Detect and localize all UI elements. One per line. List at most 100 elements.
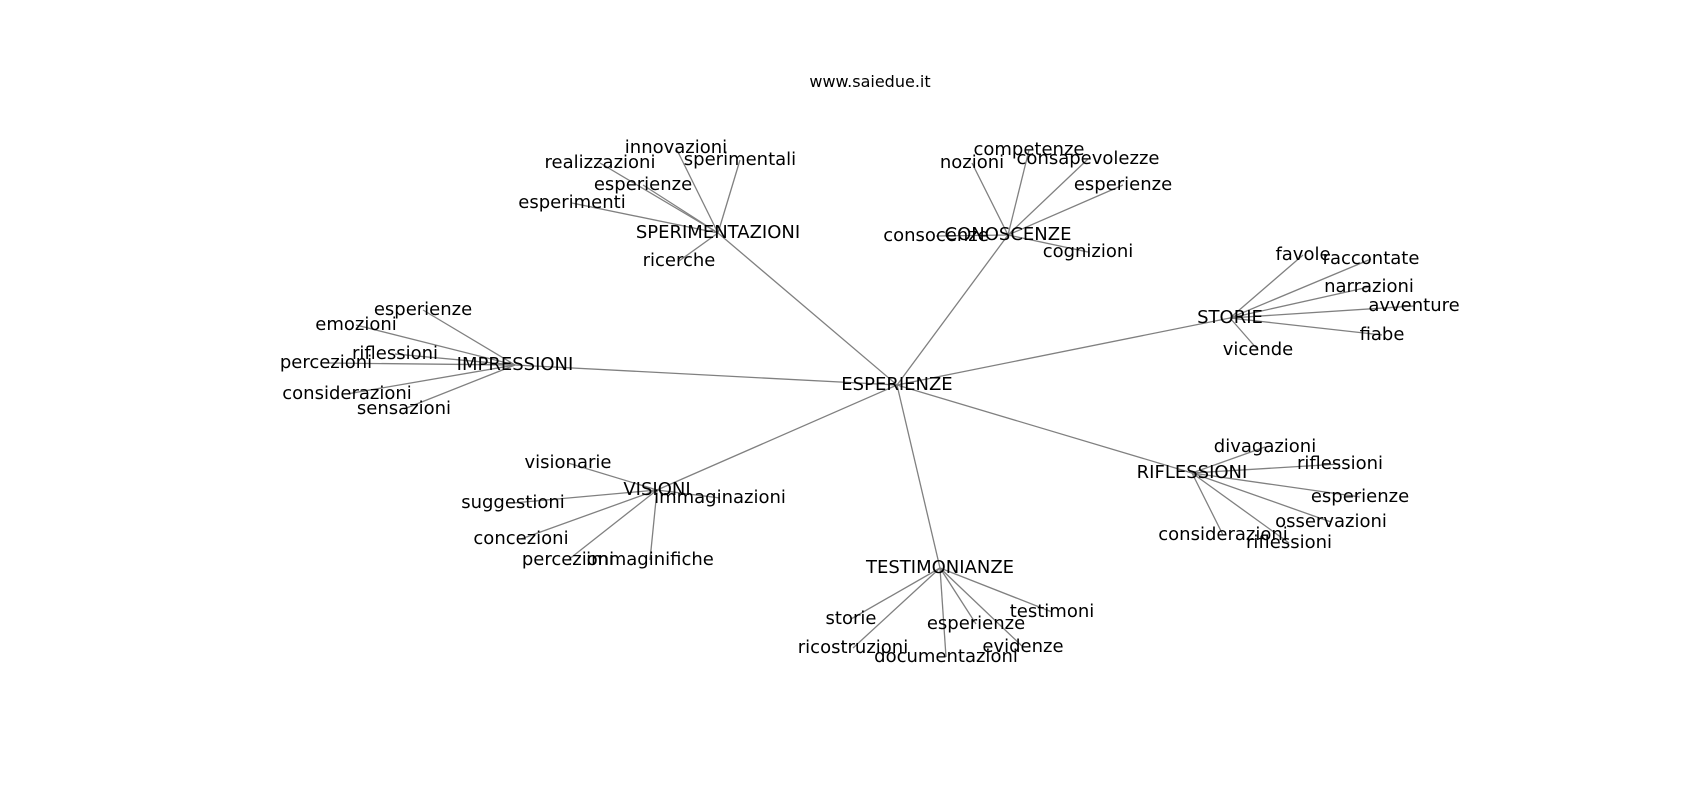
leaf-node-label: innovazioni	[625, 137, 727, 158]
leaf-node-label: narrazioni	[1324, 276, 1414, 297]
leaf-node-label: considerazioni	[282, 383, 412, 404]
hub-node-label: RIFLESSIONI	[1137, 462, 1248, 483]
edge-visioni-to-percezioni	[567, 489, 658, 561]
edge-testimonianze-to-testimoni	[939, 567, 1053, 613]
leaf-node-label: riflessioni	[1246, 532, 1332, 553]
edge-impressioni-to-sensazioni	[403, 364, 516, 410]
leaf-node-label: favole	[1275, 244, 1330, 265]
leaf-node-label: consocenze	[883, 225, 989, 246]
edge-storie-to-narrazioni	[1229, 286, 1370, 319]
edge-testimonianze-to-ricostruzioni	[852, 567, 941, 649]
edge-visioni-to-immaginazioni	[656, 489, 721, 499]
edge-sperimentazioni-to-realizzazioni	[599, 162, 719, 234]
label-layer: ESPERIENZE SPERIMENTAZIONI innovazionisper…	[280, 137, 1460, 667]
edge-visioni-to-concezioni	[520, 489, 658, 540]
edge-layer	[325, 147, 1415, 658]
edge-impressioni-to-considerazioni	[346, 364, 516, 395]
hub-node-label: STORIE	[1197, 307, 1263, 328]
leaf-node-label: osservazioni	[1275, 511, 1387, 532]
leaf-node-label: documentazioni	[874, 646, 1018, 667]
leaf-node-label: sensazioni	[357, 398, 451, 419]
leaf-node-label: raccontate	[1323, 248, 1420, 269]
edge-impressioni-to-riflessioni	[394, 353, 516, 366]
leaf-node-label: riflessioni	[1297, 453, 1383, 474]
edge-testimonianze-to-evidenze	[939, 567, 1024, 648]
edge-storie-to-avventure	[1229, 305, 1415, 319]
edge-testimonianze-to-storie	[850, 567, 941, 620]
root-node-label: ESPERIENZE	[841, 374, 952, 395]
leaf-node-label: vicende	[1223, 339, 1294, 360]
edge-root-to-sperimentazioni	[717, 232, 898, 386]
edge-testimonianze-to-documentazioni	[939, 567, 947, 658]
edge-riflessioni-to-esperienze	[1191, 472, 1361, 498]
edge-root-to-testimonianze	[896, 384, 941, 569]
leaf-node-label: immaginifiche	[586, 549, 714, 570]
hub-node-label: CONOSCENZE	[945, 224, 1072, 245]
leaf-node-label: ricerche	[643, 250, 716, 271]
edge-impressioni-to-esperienze	[422, 309, 516, 366]
leaf-node-label: fiabe	[1360, 324, 1405, 345]
leaf-node-label: considerazioni	[1158, 524, 1288, 545]
edge-root-to-impressioni	[514, 364, 898, 386]
edge-riflessioni-to-divagazioni	[1191, 446, 1266, 474]
leaf-node-label: divagazioni	[1214, 436, 1316, 457]
edge-root-to-storie	[896, 317, 1231, 386]
edge-riflessioni-to-considerazioni	[1191, 472, 1224, 536]
leaf-node-label: competenze	[973, 139, 1084, 160]
edge-testimonianze-to-esperienze	[939, 567, 977, 625]
leaf-node-label: storie	[826, 608, 877, 629]
edge-storie-to-favole	[1229, 254, 1304, 319]
leaf-node-label: esperienze	[594, 174, 692, 195]
leaf-node-label: sperimentali	[684, 149, 796, 170]
hub-node-label: TESTIMONIANZE	[865, 557, 1014, 578]
leaf-node-label: esperimenti	[518, 192, 625, 213]
leaf-node-label: testimoni	[1010, 601, 1095, 622]
edge-conoscenze-to-esperienze	[1007, 184, 1124, 236]
leaf-node-label: percezioni	[280, 352, 372, 373]
leaf-node-label: emozioni	[315, 314, 397, 335]
edge-storie-to-vicende	[1229, 317, 1259, 351]
edge-root-to-riflessioni	[896, 384, 1193, 474]
edge-conoscenze-to-consocenze	[935, 234, 1009, 237]
edge-root-to-visioni	[656, 384, 898, 491]
leaf-node-label: esperienze	[1311, 486, 1409, 507]
leaf-node-label: evidenze	[982, 636, 1063, 657]
hub-node-label: VISIONI	[623, 479, 690, 500]
edge-conoscenze-to-consapevolezze	[1007, 158, 1089, 236]
leaf-node-label: esperienze	[374, 299, 472, 320]
edge-impressioni-to-emozioni	[355, 324, 516, 366]
edge-riflessioni-to-riflessioni	[1191, 472, 1290, 544]
edge-visioni-to-suggestioni	[512, 489, 658, 504]
leaf-node-label: cognizioni	[1043, 241, 1134, 262]
leaf-node-label: visionarie	[525, 452, 612, 473]
leaf-node-label: immaginazioni	[654, 487, 786, 508]
edge-conoscenze-to-cognizioni	[1007, 234, 1089, 253]
edge-impressioni-to-percezioni	[325, 362, 516, 366]
edge-sperimentazioni-to-esperienze	[642, 184, 719, 234]
leaf-node-label: percezioni	[522, 549, 614, 570]
edge-conoscenze-to-competenze	[1007, 149, 1030, 236]
leaf-node-label: avventure	[1368, 295, 1459, 316]
edge-storie-to-raccontate	[1229, 258, 1372, 319]
leaf-node-label: suggestioni	[461, 492, 565, 513]
edge-root-to-conoscenze	[896, 234, 1009, 386]
leaf-node-label: esperienze	[927, 613, 1025, 634]
edge-sperimentazioni-to-ricerche	[678, 232, 719, 262]
hub-node-label: SPERIMENTAZIONI	[636, 222, 800, 243]
leaf-node-label: consapevolezze	[1017, 148, 1160, 169]
leaf-node-label: nozioni	[940, 152, 1004, 173]
edge-storie-to-fiabe	[1229, 317, 1383, 336]
hub-node-label: IMPRESSIONI	[457, 354, 574, 375]
leaf-node-label: riflessioni	[352, 343, 438, 364]
leaf-node-label: realizzazioni	[545, 152, 656, 173]
edge-sperimentazioni-to-sperimentali	[717, 159, 741, 234]
edge-riflessioni-to-osservazioni	[1191, 472, 1332, 523]
edge-sperimentazioni-to-esperimenti	[571, 202, 719, 234]
edge-conoscenze-to-nozioni	[971, 162, 1009, 236]
leaf-node-label: ricostruzioni	[798, 637, 908, 658]
edge-visioni-to-immaginifiche	[649, 489, 658, 561]
leaf-node-label: esperienze	[1074, 174, 1172, 195]
edge-visioni-to-visionarie	[567, 462, 658, 491]
